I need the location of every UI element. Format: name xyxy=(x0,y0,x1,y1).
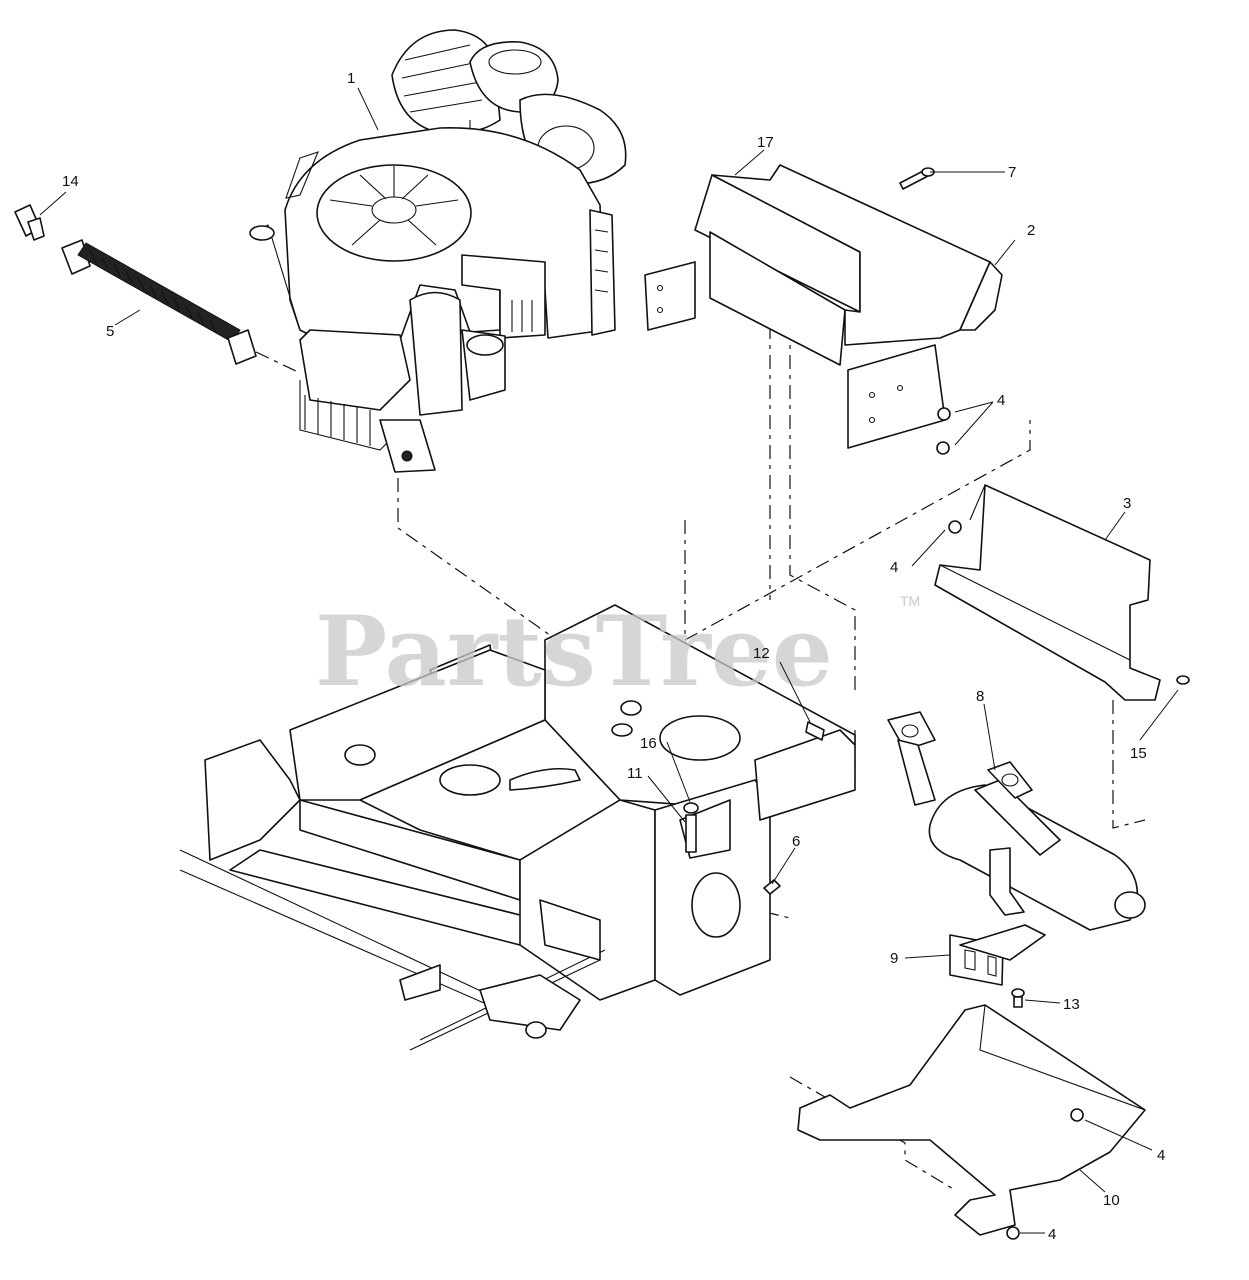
callout-15: 15 xyxy=(1130,745,1147,762)
callout-8: 8 xyxy=(976,688,984,705)
mount-bracket xyxy=(949,924,1046,1008)
callout-4-bracket: 4 xyxy=(890,559,898,576)
shield-plate xyxy=(797,1004,1146,1240)
callout-14: 14 xyxy=(62,173,79,190)
callout-labels: 1 2 3 4 4 4 4 5 6 7 8 9 10 11 12 13 14 1… xyxy=(62,70,1165,1243)
callout-13: 13 xyxy=(1063,996,1080,1013)
callout-11: 11 xyxy=(627,765,643,782)
watermark: PartsTree TM xyxy=(315,593,920,708)
callout-4-shield: 4 xyxy=(1157,1147,1165,1164)
callout-6: 6 xyxy=(792,833,800,850)
callout-10: 10 xyxy=(1103,1192,1120,1209)
callout-4-lower: 4 xyxy=(1048,1226,1056,1243)
callout-12: 12 xyxy=(753,645,770,662)
muffler xyxy=(887,711,1146,931)
callout-4-upper: 4 xyxy=(997,392,1005,409)
callout-1: 1 xyxy=(347,70,355,87)
callout-7: 7 xyxy=(1008,164,1016,181)
watermark-trademark: TM xyxy=(900,593,920,609)
callout-2: 2 xyxy=(1027,222,1035,239)
chassis-frame xyxy=(179,604,856,1051)
callout-3: 3 xyxy=(1123,495,1131,512)
bracket xyxy=(934,484,1190,701)
engine xyxy=(249,29,627,473)
callout-9: 9 xyxy=(890,950,898,967)
leader-lines xyxy=(39,87,1179,1234)
callout-5: 5 xyxy=(106,323,114,340)
callout-17: 17 xyxy=(757,134,774,151)
heat-shields xyxy=(644,164,1003,455)
callout-16: 16 xyxy=(640,735,657,752)
fuel-line xyxy=(14,204,257,365)
watermark-text: PartsTree xyxy=(315,595,833,708)
